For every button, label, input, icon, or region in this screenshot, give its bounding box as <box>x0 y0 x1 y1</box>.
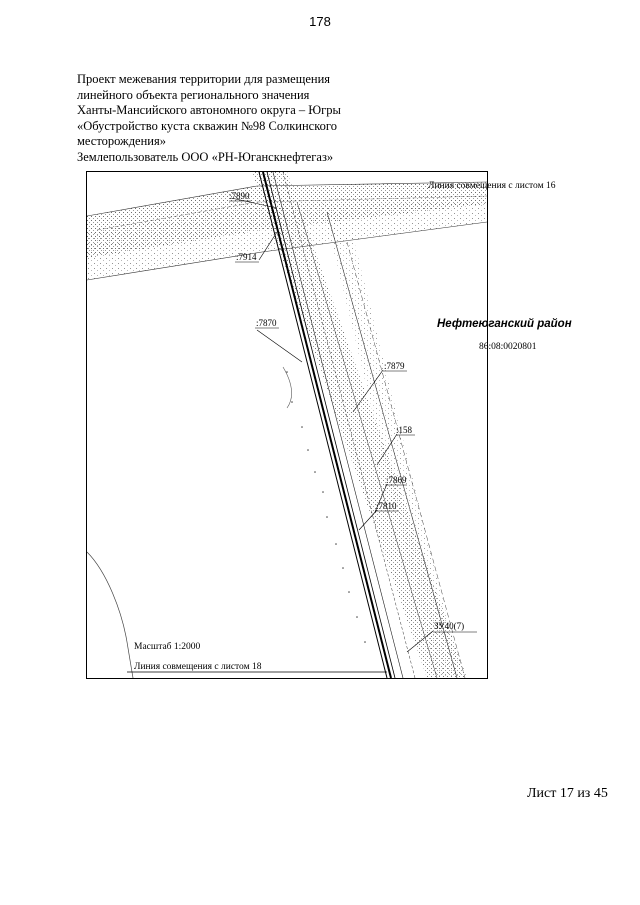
parcel-label-158: :158 <box>396 425 413 435</box>
leader-line <box>406 630 434 653</box>
corridor-band-right <box>322 202 462 678</box>
terrain-feature <box>86 551 134 679</box>
parcel-label-7914: :7914 <box>236 252 257 262</box>
sheet-counter: Лист 17 из 45 <box>527 786 608 801</box>
corridor-line <box>326 211 458 679</box>
parcel-label-zu40: ЗУ40(7) <box>434 621 465 631</box>
parcel-label-7870: :7870 <box>256 318 277 328</box>
leader-line <box>230 197 278 209</box>
scale-label: Масштаб 1:2000 <box>134 642 201 652</box>
corridor-line <box>262 171 392 679</box>
corridor-line <box>258 171 388 679</box>
sheet-join-label-bottom: Линия совмещения с листом 18 <box>134 662 262 672</box>
corridor-line <box>266 171 396 679</box>
district-label: Нефтеюганский район <box>437 318 572 330</box>
leader-line <box>358 509 378 531</box>
corridor-line <box>282 171 416 679</box>
survey-dots <box>286 371 366 643</box>
page-number: 178 <box>309 14 331 29</box>
parcel-label-7810: :7810 <box>376 501 397 511</box>
header-line: «Обустройство куста скважин №98 Солкинск… <box>77 118 337 133</box>
header-line: Ханты-Мансийского автономного округа – Ю… <box>77 103 341 118</box>
document-header: Проект межевания территории для размещен… <box>77 72 377 166</box>
corridor-edge <box>96 195 488 231</box>
corridor-line <box>296 201 438 679</box>
map-drawing <box>86 171 488 679</box>
corridor-line <box>346 241 466 679</box>
leader-line <box>256 329 303 363</box>
leader-line <box>376 433 398 466</box>
leader-line <box>352 369 384 413</box>
cadastral-map: Линия совмещения с листом 16 :7890 :7914… <box>86 171 572 679</box>
header-line: Проект межевания территории для размещен… <box>77 72 331 86</box>
corridor-line <box>272 171 404 679</box>
leader-line <box>258 231 278 261</box>
header-line: Землепользователь ООО «РН-Юганскнефтегаз… <box>77 149 334 164</box>
leader-line <box>374 483 388 513</box>
header-line: линейного объекта регионального значения <box>77 87 310 102</box>
header-line: месторождения» <box>77 134 166 149</box>
terrain-feature <box>282 366 292 409</box>
parcel-label-7890: :7890 <box>229 191 250 201</box>
corridor-edge <box>86 221 488 281</box>
parcel-label-7869: :7869 <box>386 475 407 485</box>
sheet-join-label-top: Линия совмещения с листом 16 <box>428 181 556 191</box>
parcel-label-7879: :7879 <box>384 361 405 371</box>
cadastral-quarter-number: 86:08:0020801 <box>479 342 537 352</box>
